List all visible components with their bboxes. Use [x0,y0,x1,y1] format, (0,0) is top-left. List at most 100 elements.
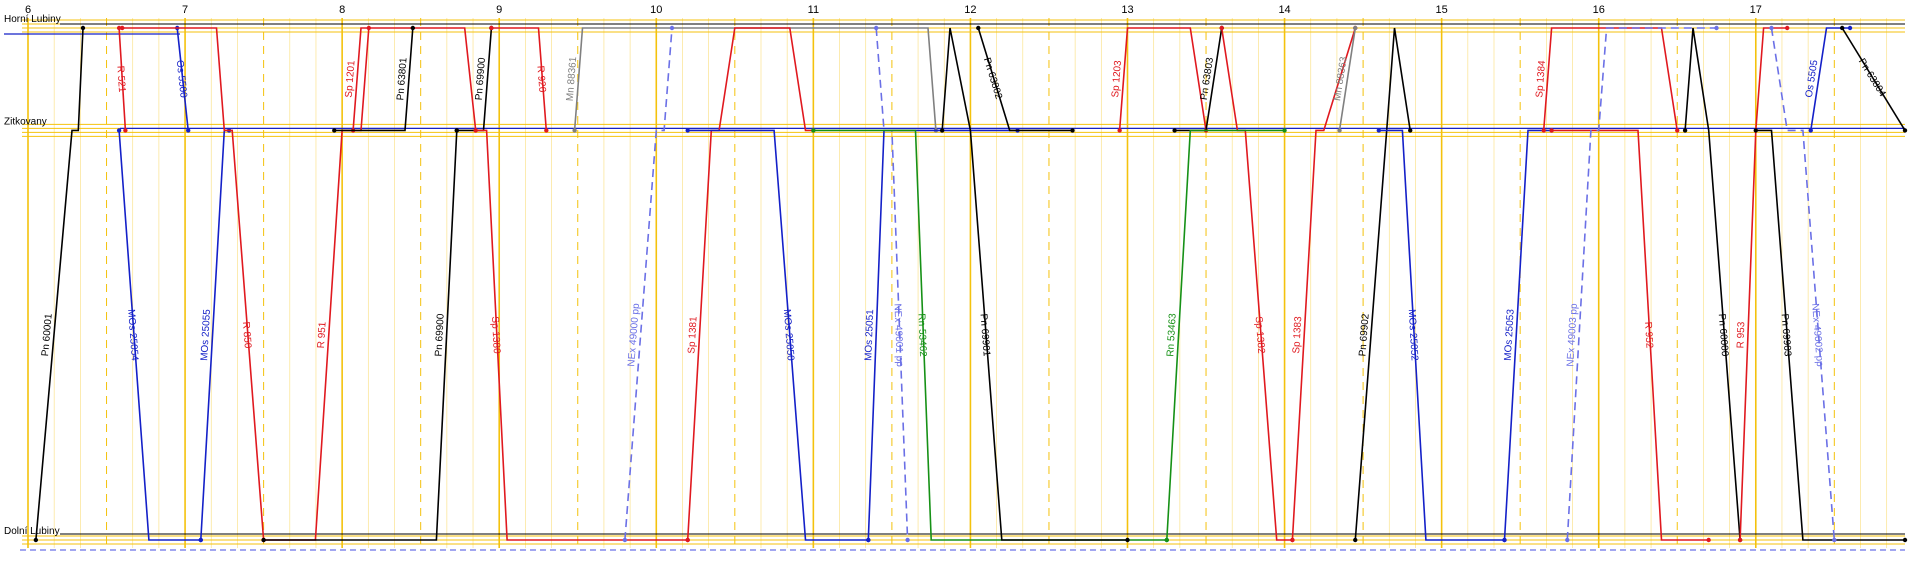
train-path [1166,129,1285,541]
train-label: Pn 60001 [40,313,55,357]
train-path [491,27,548,131]
train-marker [669,25,675,31]
train-path [1542,27,1678,131]
train-marker [80,25,86,31]
train-marker [905,537,910,543]
train-marker [123,128,128,133]
train-label: MOs 25054 [125,309,140,362]
hour-tick-label: 8 [339,4,345,16]
train-marker [873,25,879,31]
train-marker [1070,128,1075,133]
train-label: Pn 69902 [1357,313,1371,357]
train-marker [1737,537,1743,543]
train-path [176,27,189,131]
train-marker [1502,537,1507,543]
train-marker [454,128,460,133]
train-marker [33,537,39,543]
train-label: Pn 69900 [474,57,488,101]
train-path [1338,27,1357,131]
train-label: MOs 25051 [863,309,876,362]
train-label: Rn 53463 [1165,313,1179,357]
train-label: MOs 25055 [199,309,213,362]
hour-tick-label: 11 [808,4,819,16]
train-label: Rn 53462 [915,313,928,357]
train-label: NEx 49003 pp [1565,303,1580,367]
train-path [1684,27,1741,541]
train-marker [572,128,577,133]
train-label: Pn 60000 [1716,313,1730,357]
train-marker [120,25,125,31]
train-marker [811,128,816,133]
train-label: Pn 63802 [981,56,1004,101]
train-label: R 953 [1735,321,1747,349]
train-label: Os 5500 [174,60,189,99]
train-label: R 951 [316,321,329,349]
train-marker [1117,128,1122,133]
train-paths [33,25,1908,543]
train-label: Sp 1381 [686,316,699,354]
station-name: Dolní Lubiny [4,526,60,537]
hour-tick-label: 14 [1278,4,1290,16]
train-path [573,27,937,131]
train-label: MOs 25052 [1406,309,1420,362]
hour-tick-label: 15 [1436,4,1448,16]
train-marker [186,128,191,133]
train-marker [1714,25,1719,31]
train-label: Sp 1201 [344,60,358,98]
grid [27,18,1888,548]
train-marker [1549,128,1554,133]
train-marker [1164,537,1169,543]
train-label: R 952 [1642,321,1655,349]
train-marker [1290,537,1295,543]
train-marker [261,537,266,543]
train-marker [198,537,203,543]
train-marker [1337,128,1342,133]
train-path [686,27,814,541]
train-path [263,130,458,541]
train-marker [1706,537,1711,543]
train-path [1841,27,1906,131]
train-marker [1125,537,1130,543]
train-marker [1847,25,1853,31]
train-marker [489,25,494,31]
train-label: Sp 1380 [489,316,502,354]
train-label: Sp 1383 [1291,316,1304,354]
train-marker [1784,25,1790,31]
train-path [867,129,1018,541]
station-name: Zitkovany [4,116,47,127]
train-label: NEx 49000 pp [626,303,642,367]
hour-tick-label: 6 [25,4,31,16]
train-path [1739,27,1788,541]
train-marker [1832,537,1837,543]
train-marker [1902,128,1908,133]
train-path [352,27,477,131]
hour-tick-label: 13 [1121,4,1133,16]
train-marker [685,537,690,543]
train-path [1755,129,1905,541]
train-marker [544,128,549,133]
train-marker [1682,128,1688,133]
train-label: NEx 49002 pp [1809,303,1825,367]
train-path [118,130,201,541]
hour-tick-label: 12 [964,4,976,16]
hour-tick-label: 17 [1750,4,1762,16]
train-path [1551,129,1709,541]
train-path [1118,27,1207,131]
train-label: Mn 88361 [565,56,579,102]
train-label: Sp 1203 [1110,60,1124,98]
hour-tick-label: 10 [650,4,662,16]
train-label: R 850 [240,321,253,349]
train-marker [1565,537,1570,543]
train-marker [1769,25,1774,31]
train-marker [1541,128,1546,133]
train-path [941,27,1128,541]
train-path [977,27,1073,132]
train-marker [1808,128,1813,133]
train-marker [332,128,337,133]
train-path [122,27,265,541]
train-path [1354,27,1411,541]
